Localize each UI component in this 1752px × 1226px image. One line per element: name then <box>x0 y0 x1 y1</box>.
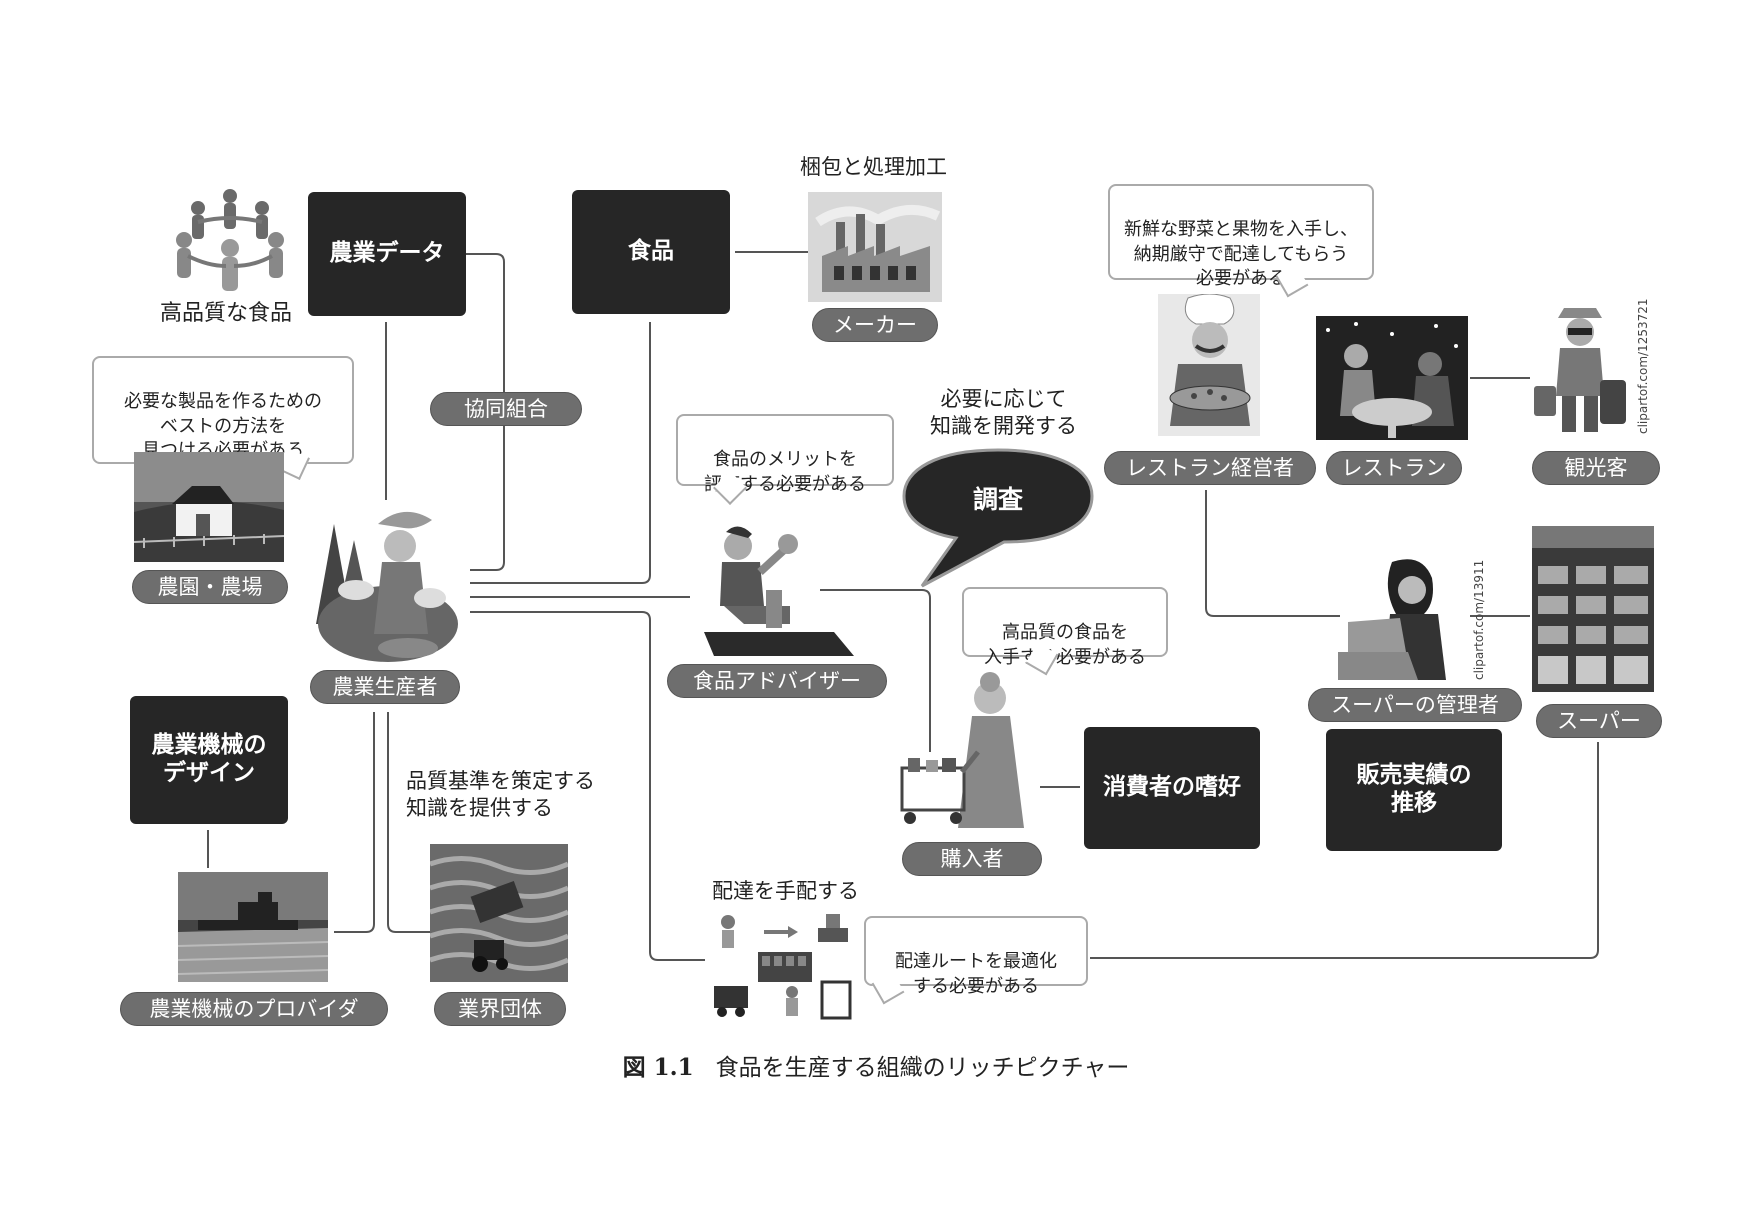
label-quality-food: 高品質な食品 <box>160 301 293 326</box>
bubble-best-method: 必要な製品を作るための ベストの方法を 見つける必要がある <box>92 356 354 480</box>
box-farm-data: 農業データ <box>308 192 466 316</box>
line-food-producer <box>470 322 651 584</box>
pill-producer: 農業生産者 <box>310 670 460 704</box>
buyer-shopper-image <box>898 672 1038 832</box>
pill-restaurant: レストラン <box>1326 451 1462 485</box>
figure-number: 図 1.1 <box>622 1054 694 1081</box>
pill-industry-group: 業界団体 <box>434 992 566 1026</box>
watermark-clipart-manager: clipartof.com/13911 <box>1472 559 1486 680</box>
line-producer-delivery <box>470 611 705 961</box>
label-packaging: 梱包と処理加工 <box>800 155 947 179</box>
people-circle-icon <box>168 186 292 294</box>
figure-title: 食品を生産する組織のリッチピクチャー <box>715 1055 1130 1081</box>
pill-buyer: 購入者 <box>902 842 1042 876</box>
box-machinery-design: 農業機械の デザイン <box>130 696 288 824</box>
farmer-producer-image <box>308 494 458 664</box>
label-arrange-delivery: 配達を手配する <box>712 879 859 903</box>
pill-tourist: 観光客 <box>1532 451 1660 485</box>
line-advisor-buyer <box>820 589 931 752</box>
line-producer-industry <box>387 712 430 933</box>
figure-caption: 図 1.1 食品を生産する組織のリッチピクチャー <box>0 1048 1752 1082</box>
harvester-image <box>178 872 328 982</box>
restaurant-image <box>1316 316 1468 440</box>
pill-cooperative: 協同組合 <box>430 392 582 426</box>
pill-manufacturer: メーカー <box>812 308 938 342</box>
pill-supermarket: スーパー <box>1536 704 1662 738</box>
label-standards: 品質基準を策定する 知識を提供する <box>406 769 595 821</box>
tourist-image <box>1530 300 1630 440</box>
factory-image <box>808 192 942 302</box>
bubble-optimize-route: 配達ルートを最適化 する必要がある <box>864 916 1088 1005</box>
farm-barn-image <box>134 452 284 562</box>
line-route-super <box>1090 742 1599 959</box>
bubble-obtain-quality: 高品質の食品を 入手する必要がある <box>962 587 1168 676</box>
line-owner-supermanager <box>1205 490 1340 617</box>
delivery-logistics-image <box>710 908 860 1026</box>
pill-machinery-provider: 農業機械のプロバイダ <box>120 992 388 1026</box>
box-sales-trend: 販売実績の 推移 <box>1326 729 1502 851</box>
bubble-evaluate-merits: 食品のメリットを 評価する必要がある <box>676 414 894 505</box>
pill-food-advisor: 食品アドバイザー <box>667 664 887 698</box>
food-advisor-image <box>704 516 854 660</box>
bubble-fresh-produce: 新鮮な野菜と果物を入手し、 納期厳守で配達してもらう 必要がある <box>1108 184 1374 298</box>
research-speech-cloud <box>900 446 1096 588</box>
watermark-clipart-tourist: clipartof.com/1253721 <box>1636 298 1650 435</box>
pill-supermarket-manager: スーパーの管理者 <box>1308 688 1522 722</box>
pill-restaurant-owner: レストラン経営者 <box>1104 451 1316 485</box>
supermarket-manager-image <box>1338 552 1470 682</box>
line-farmdata-coop <box>466 253 505 392</box>
line-coop-producer <box>470 422 505 571</box>
research-label: 調査 <box>972 485 1023 514</box>
supermarket-image <box>1532 526 1654 692</box>
line-producer-provider <box>334 712 375 933</box>
industry-field-image <box>430 844 568 982</box>
box-food: 食品 <box>572 190 730 314</box>
label-develop-knowledge: 必要に応じて 知識を開発する <box>930 387 1077 439</box>
pill-farm: 農園・農場 <box>132 570 288 604</box>
box-consumer-preference: 消費者の嗜好 <box>1084 727 1260 849</box>
chef-restaurant-owner-image <box>1158 294 1260 436</box>
